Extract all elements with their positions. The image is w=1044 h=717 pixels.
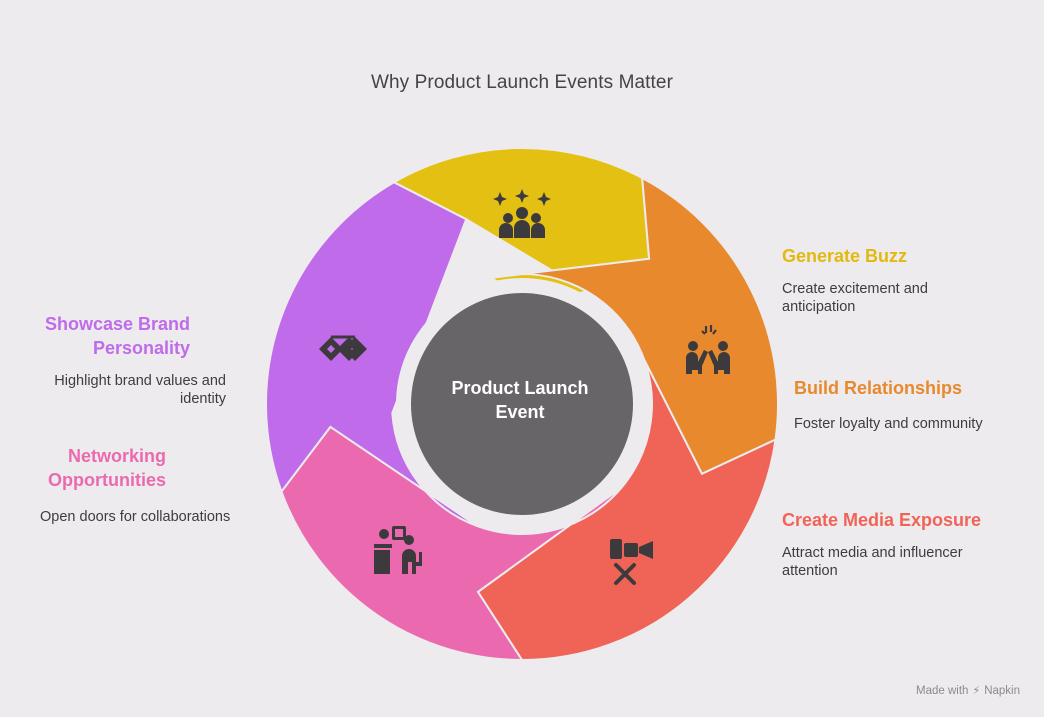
diagram-title: Why Product Launch Events Matter — [370, 72, 674, 93]
high-five-icon — [686, 325, 730, 374]
celebrating-crowd-icon — [493, 189, 551, 238]
showcase-brand-personality-segment — [265, 181, 479, 528]
networking-opportunities-description: Open doors for collaborations — [40, 509, 231, 525]
create-media-exposure-label: Create Media Exposure — [782, 510, 982, 530]
build-relationships-segment — [490, 176, 779, 476]
build-relationships-description: Foster loyalty and community — [794, 416, 983, 432]
build-relationships-label: Build Relationships — [794, 378, 963, 398]
center-label: Product Launch Event — [451, 378, 589, 422]
create-media-exposure-description: Attract media and influencer attention — [782, 545, 963, 579]
footer-brand: Napkin — [984, 684, 1020, 697]
napkin-logo-icon: ⚡ — [972, 685, 981, 697]
generate-buzz-label: Generate Buzz — [782, 246, 908, 266]
showcase-brand-personality-description: Highlight brand values and identity — [54, 373, 226, 407]
video-camera-icon — [610, 539, 653, 585]
diamond-pattern-icon — [319, 335, 367, 361]
networking-opportunities-label: Networking Opportunities — [48, 446, 166, 490]
showcase-brand-personality-label: Showcase Brand Personality — [44, 314, 190, 358]
center-circle — [411, 293, 633, 515]
presenter-podium-icon — [374, 526, 422, 574]
generate-buzz-description: Create excitement and anticipation — [782, 281, 928, 315]
footer-text: Made with — [916, 684, 969, 697]
networking-opportunities-segment — [280, 425, 623, 662]
create-media-exposure-segment — [476, 330, 777, 662]
footer-attribution: Made with ⚡ Napkin — [916, 684, 1020, 698]
